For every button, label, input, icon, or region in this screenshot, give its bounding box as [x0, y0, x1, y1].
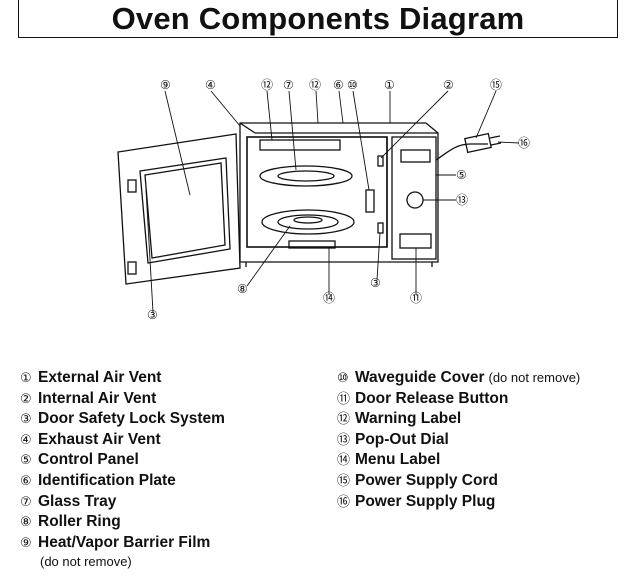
power-supply-plug	[464, 132, 492, 154]
callout-3b: ③	[147, 308, 158, 322]
control-display	[400, 149, 431, 163]
callout-12: ⑫	[261, 78, 273, 92]
callout-4: ④	[205, 78, 216, 92]
callout-14: ⑭	[323, 291, 335, 305]
callout-12b: ⑫	[309, 78, 321, 92]
warning-label	[259, 139, 341, 151]
legend-label: Power Supply Cord	[355, 471, 498, 489]
callout-13: ⑬	[456, 193, 468, 207]
legend-num: ②	[20, 391, 32, 407]
legend-label: Internal Air Vent	[38, 389, 157, 407]
legend-item: ⑥ Identification Plate	[20, 471, 225, 492]
legend-item: ④ Exhaust Air Vent	[20, 430, 225, 451]
callout-2: ②	[443, 78, 454, 92]
legend-num: ⑧	[20, 515, 32, 531]
legend-num: ⑦	[20, 494, 32, 510]
legend-num: ⑫	[337, 412, 351, 428]
callout-16: ⑯	[518, 136, 530, 150]
legend-num: ③	[20, 412, 32, 428]
menu-label	[288, 240, 336, 249]
legend-num: ①	[20, 371, 32, 386]
legend-label: Warning Label	[355, 410, 462, 428]
legend-item: ⑤ Control Panel	[20, 450, 225, 471]
legend-label: Menu Label	[355, 451, 441, 469]
legend-label: Identification Plate	[38, 471, 176, 489]
oven-body	[239, 122, 439, 263]
legend-item: ⑩ Waveguide Cover(do not remove)	[337, 368, 580, 389]
legend-label: External Air Vent	[38, 369, 162, 386]
legend-subnote: (do not remove)	[40, 554, 132, 570]
legend-item: ② Internal Air Vent	[20, 389, 225, 410]
legend-label: Glass Tray	[38, 492, 117, 510]
roller-ring	[261, 209, 355, 235]
callout-9: ⑨	[160, 78, 171, 92]
control-panel	[391, 136, 437, 260]
legend-num: ⑨	[20, 535, 32, 551]
legend-num: ⑬	[337, 432, 351, 448]
oven-diagram: ⑨ ④ ⑫ ⑦ ⑫ ⑥ ⑩ ① ② ⑮ ⑯ ⑤ ⑬ ③ ⑪ ⑭ ⑧ ③	[117, 78, 530, 322]
legend-item: ⑨ Heat/Vapor Barrier Film	[20, 533, 225, 554]
glass-tray	[259, 165, 353, 187]
legend-label: Control Panel	[38, 451, 139, 469]
legend-item: ⑧ Roller Ring	[20, 512, 225, 533]
door-release-button	[399, 233, 432, 249]
waveguide-cover	[365, 189, 375, 213]
callout-10: ⑩	[347, 78, 358, 92]
legend-label: Door Safety Lock System	[38, 410, 225, 428]
callout-15: ⑮	[490, 78, 502, 92]
legend-label: Door Release Button	[355, 389, 509, 407]
legend-label: Pop-Out Dial	[355, 430, 449, 448]
legend-label: Power Supply Plug	[355, 492, 496, 510]
legend-num: ⑭	[337, 453, 351, 469]
page-title: Oven Components Diagram	[111, 0, 525, 36]
legend-label: Exhaust Air Vent	[38, 430, 161, 448]
callout-6: ⑥	[333, 78, 344, 92]
callout-1: ①	[384, 78, 395, 92]
legend-num: ⑮	[337, 473, 351, 489]
oven-door	[117, 133, 241, 285]
legend-num: ④	[20, 432, 32, 448]
legend-label: Heat/Vapor Barrier Film	[38, 533, 211, 551]
power-supply-cord	[435, 143, 488, 161]
pop-out-dial	[406, 191, 424, 209]
legend-num: ⑪	[337, 391, 351, 407]
callout-11: ⑪	[410, 291, 422, 305]
legend-label: Roller Ring	[38, 513, 121, 531]
callout-8: ⑧	[237, 282, 248, 296]
legend-num: ⑤	[20, 453, 32, 469]
callout-5: ⑤	[456, 168, 467, 182]
legend-item: ① External Air Vent	[20, 368, 225, 389]
legend-num: ⑩	[337, 371, 349, 386]
legend-num: ⑯	[337, 494, 351, 510]
legend-label: Waveguide Cover	[355, 369, 485, 386]
callout-3a: ③	[370, 276, 381, 290]
title-box: Oven Components Diagram	[18, 0, 618, 38]
callout-7: ⑦	[283, 78, 294, 92]
legend-num: ⑥	[20, 473, 32, 489]
legend-item: ⑦ Glass Tray	[20, 492, 225, 513]
legend-note: (do not remove)	[488, 370, 581, 385]
legend-item: ③ Door Safety Lock System	[20, 409, 225, 430]
